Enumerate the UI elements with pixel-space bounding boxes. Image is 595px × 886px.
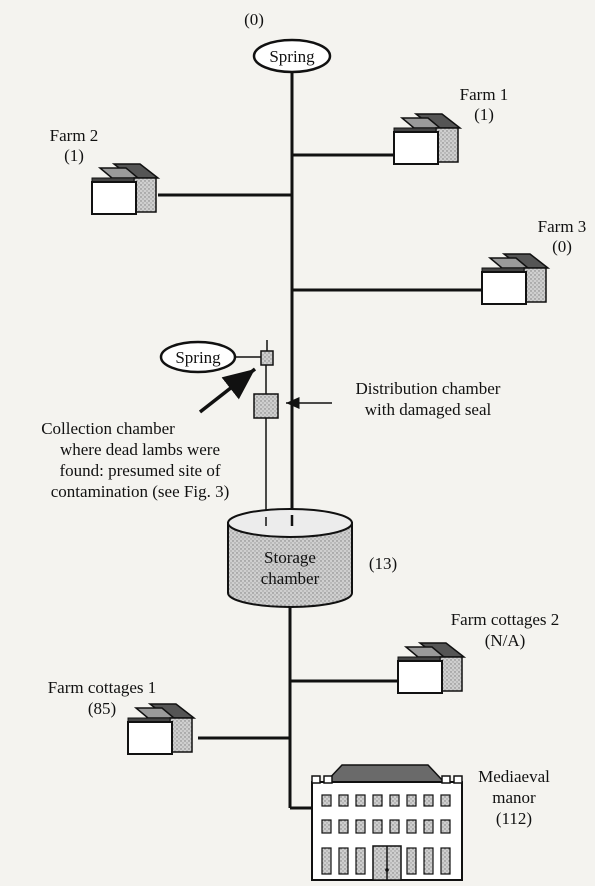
collection-line2: where dead lambs were (60, 440, 220, 459)
farm3-name: Farm 3 (538, 217, 587, 236)
storage-count: (13) (369, 554, 397, 573)
manor-line2: manor (492, 788, 536, 807)
distribution-chamber-icon (253, 393, 279, 419)
collection-chamber-icon (260, 350, 274, 366)
farm1-name: Farm 1 (460, 85, 509, 104)
cottages1-house-icon (127, 703, 195, 755)
collection-line1: Collection chamber (41, 419, 175, 438)
manor-count: (112) (496, 809, 532, 828)
collection-arrow (198, 367, 257, 414)
collection-line3: found: presumed site of (60, 461, 221, 480)
cottages1-count: (85) (88, 699, 116, 718)
farm3-count: (0) (552, 237, 572, 256)
main-spring-count: (0) (244, 10, 264, 29)
storage-line1: Storage (264, 548, 316, 567)
collection-line4: contamination (see Fig. 3) (51, 482, 229, 501)
farm1-count: (1) (474, 105, 494, 124)
side-spring-icon (159, 340, 237, 374)
main-spring-label: Spring (269, 47, 315, 66)
cottages2-house-icon (397, 642, 465, 694)
side-spring-label: Spring (175, 348, 221, 367)
farm2-count: (1) (64, 146, 84, 165)
pipe-network (158, 72, 484, 810)
cottages1-name: Farm cottages 1 (48, 678, 157, 697)
main-spring-icon (252, 38, 332, 74)
farm1-house-icon (393, 113, 461, 165)
distribution-line2: with damaged seal (365, 400, 492, 419)
manor-house-icon (311, 764, 463, 881)
farm2-house-icon (91, 163, 159, 215)
farm2-name: Farm 2 (50, 126, 99, 145)
farm3-house-icon (481, 253, 549, 305)
distribution-line1: Distribution chamber (356, 379, 501, 398)
storage-tank-icon (227, 508, 353, 608)
cottages2-count: (N/A) (485, 631, 526, 650)
storage-line2: chamber (261, 569, 320, 588)
manor-line1: Mediaeval (478, 767, 550, 786)
cottages2-name: Farm cottages 2 (451, 610, 560, 629)
